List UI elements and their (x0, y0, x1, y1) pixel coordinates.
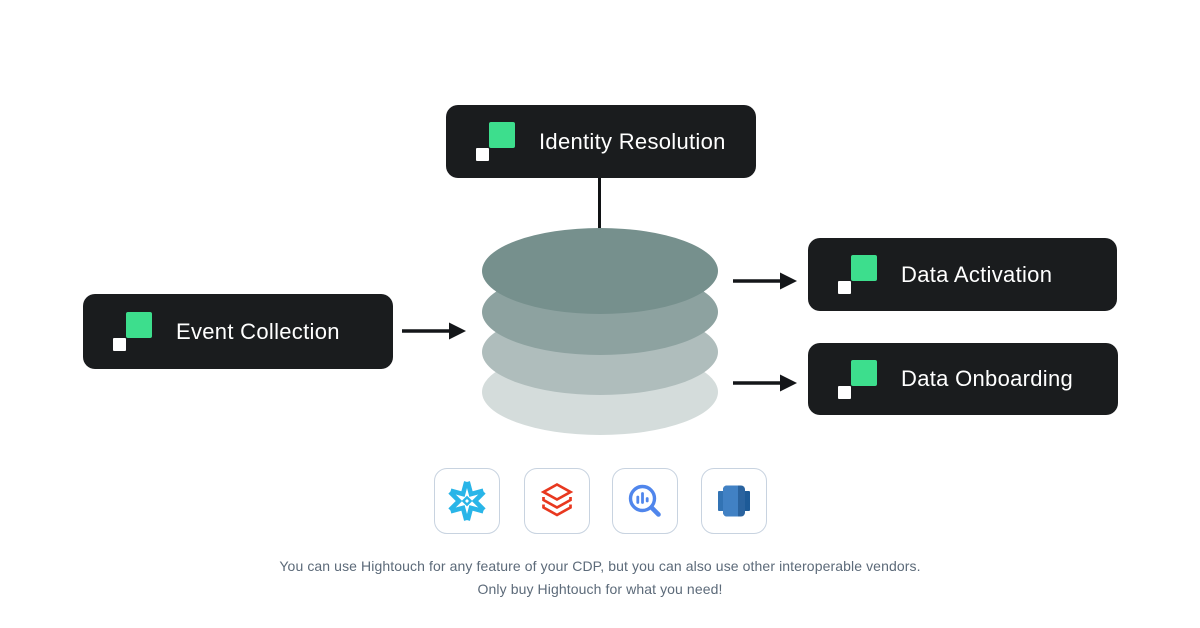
logo-green-square (851, 359, 877, 386)
badge-label-identity-resolution: Identity Resolution (539, 128, 726, 154)
hightouch-logo-icon (838, 255, 877, 294)
arrow-stack-to-onboarding (733, 374, 797, 392)
logo-white-square (838, 281, 851, 294)
logo-green-square (851, 255, 877, 281)
badge-event-collection: Event Collection (83, 294, 393, 369)
hightouch-logo-icon (476, 122, 515, 161)
caption-line-1: You can use Hightouch for any feature of… (279, 558, 921, 574)
hightouch-logo-icon (838, 359, 877, 399)
vendor-card-databricks (524, 468, 590, 534)
logo-green-square (489, 122, 515, 148)
logo-white-square (113, 338, 126, 351)
badge-label-data-activation: Data Activation (901, 261, 1053, 287)
logo-white-square (476, 148, 489, 161)
badge-label-data-onboarding: Data Onboarding (901, 366, 1074, 391)
redshift-icon (718, 485, 750, 517)
badge-data-onboarding: Data Onboarding (808, 343, 1118, 415)
vendor-card-redshift (701, 468, 767, 534)
badge-identity-resolution: Identity Resolution (446, 105, 756, 178)
arrow-stack-to-activation (733, 272, 797, 290)
connector-identity-to-stack (598, 178, 601, 232)
hightouch-logo-icon (113, 312, 152, 351)
vendor-card-snowflake (434, 468, 500, 534)
badge-label-event-collection: Event Collection (176, 318, 340, 344)
stack-layer-1 (482, 228, 718, 314)
logo-green-square (126, 312, 152, 338)
logo-white-square (838, 385, 851, 399)
caption: You can use Hightouch for any feature of… (0, 555, 1200, 601)
arrow-event-to-stack (402, 322, 466, 340)
databricks-icon (540, 482, 574, 517)
caption-line-2: Only buy Hightouch for what you need! (477, 581, 723, 597)
vendor-card-bigquery (612, 468, 678, 534)
badge-data-activation: Data Activation (808, 238, 1117, 311)
bigquery-icon (628, 484, 661, 517)
snowflake-icon (448, 481, 486, 521)
